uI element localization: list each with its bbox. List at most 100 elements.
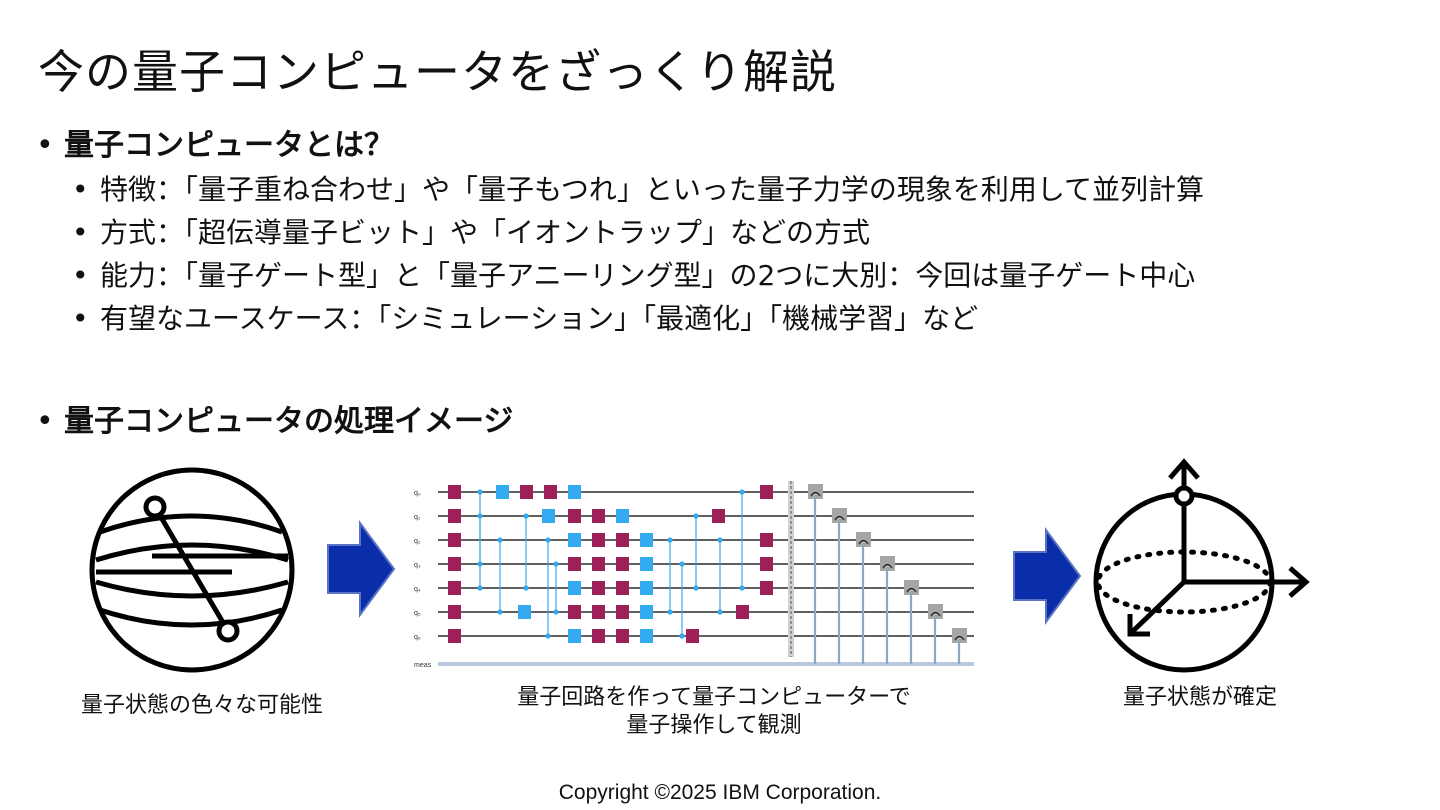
caption-measured: 量子状態が確定: [1122, 685, 1277, 710]
right-arrow-icon: [327, 519, 396, 619]
gate-box: [592, 557, 605, 571]
bullet: •: [36, 128, 54, 163]
section-heading-text: 量子コンピュータの処理イメージ: [64, 404, 514, 439]
qubit-label: q₁: [414, 514, 421, 521]
list-item: •方式：「超伝導量子ビット」や「イオントラップ」などの方式: [72, 211, 1204, 254]
control-dot: [693, 585, 699, 591]
control-dot: [523, 513, 529, 519]
measure-gate: [856, 532, 871, 547]
gate-box: [616, 629, 629, 643]
gate-box: [616, 509, 629, 523]
control-dot: [553, 561, 559, 567]
gate-box: [568, 605, 581, 619]
section-heading-processing: • 量子コンピュータの処理イメージ: [36, 396, 513, 440]
measure-arc: [858, 540, 869, 545]
gate-box: [568, 557, 581, 571]
control-dot: [545, 633, 551, 639]
control-dot: [739, 489, 745, 495]
gate-box: [736, 605, 749, 619]
measure-arc: [906, 588, 917, 593]
gate-box: [448, 581, 461, 595]
caption-superposition: 量子状態の色々な可能性: [80, 693, 323, 718]
control-dot: [717, 609, 723, 615]
control-dot: [477, 585, 483, 591]
list-item-text: 有望なユースケース：「シミュレーション」「最適化」「機械学習」など: [100, 302, 979, 335]
gate-box: [568, 533, 581, 547]
gate-box: [712, 509, 725, 523]
gate-box: [640, 605, 653, 619]
superposition-sphere-icon: [89, 467, 295, 673]
slide-title: 今の量子コンピュータをざっくり解説: [38, 45, 837, 99]
gate-box: [760, 581, 773, 595]
measure-arc: [954, 636, 965, 641]
measure-gate: [880, 556, 895, 571]
gate-box: [448, 557, 461, 571]
gate-box: [568, 509, 581, 523]
feature-list: • 特徴：「量子重ね合わせ」や「量子もつれ」といった量子力学の現象を利用して並列計…: [72, 168, 1204, 340]
gate-box: [544, 485, 557, 499]
gate-box: [592, 509, 605, 523]
gate-box: [518, 605, 531, 619]
bloch-sphere-icon: [1093, 458, 1310, 673]
control-dot: [477, 489, 483, 495]
control-dot: [523, 585, 529, 591]
gate-box: [592, 533, 605, 547]
gate-box: [640, 629, 653, 643]
qubit-label: q₂: [414, 538, 421, 545]
gate-box: [760, 485, 773, 499]
bullet: •: [72, 173, 89, 206]
bullet: •: [36, 404, 54, 439]
control-dot: [553, 609, 559, 615]
measure-arc: [882, 564, 893, 569]
list-item: • 特徴：「量子重ね合わせ」や「量子もつれ」といった量子力学の現象を利用して並列計…: [72, 168, 1204, 211]
gate-box: [760, 533, 773, 547]
control-dot: [739, 585, 745, 591]
gate-box: [520, 485, 533, 499]
gate-box: [616, 533, 629, 547]
qubit-label: q₀: [414, 490, 421, 497]
control-dot: [679, 561, 685, 567]
gate-box: [640, 533, 653, 547]
bullet: •: [72, 259, 89, 292]
bullet: •: [72, 216, 89, 249]
section-heading-text: 量子コンピュータとは？: [64, 128, 394, 163]
measure-gate: [904, 580, 919, 595]
measure-gate: [952, 628, 967, 643]
gate-box: [448, 533, 461, 547]
gate-box: [568, 485, 581, 499]
measure-gate: [832, 508, 847, 523]
right-arrow-icon: [1013, 526, 1082, 626]
list-item-text: 特徴：「量子重ね合わせ」や「量子もつれ」といった量子力学の現象を利用して並列計算: [100, 173, 1205, 206]
qubit-label: q₃: [414, 562, 421, 569]
measure-gate: [928, 604, 943, 619]
control-dot: [717, 537, 723, 543]
control-dot: [545, 537, 551, 543]
gate-box: [592, 629, 605, 643]
gate-box: [592, 581, 605, 595]
measure-arc: [810, 492, 821, 497]
gate-box: [448, 509, 461, 523]
gate-box: [568, 629, 581, 643]
list-item-text: 能力：「量子ゲート型」と「量子アニーリング型」の2つに大別：今回は量子ゲート中心: [100, 259, 1196, 292]
qubit-label: q₅: [414, 610, 421, 617]
qubit-label: q₄: [414, 586, 421, 593]
gate-box: [640, 581, 653, 595]
control-dot: [497, 609, 503, 615]
gate-box: [568, 581, 581, 595]
gate-box: [448, 605, 461, 619]
meas-label: meas: [414, 662, 432, 669]
control-dot: [667, 537, 673, 543]
gate-box: [448, 629, 461, 643]
gate-box: [616, 581, 629, 595]
measure-arc: [930, 612, 941, 617]
list-item: • 有望なユースケース：「シミュレーション」「最適化」「機械学習」など: [72, 297, 1204, 340]
list-item: • 能力：「量子ゲート型」と「量子アニーリング型」の2つに大別：今回は量子ゲート中…: [72, 254, 1204, 297]
control-dot: [693, 513, 699, 519]
bullet: •: [72, 302, 89, 335]
caption-line: 量子回路を作って量子コンピューターで: [517, 685, 911, 710]
gate-box: [616, 605, 629, 619]
control-dot: [497, 537, 503, 543]
gate-box: [686, 629, 699, 643]
gate-box: [592, 605, 605, 619]
